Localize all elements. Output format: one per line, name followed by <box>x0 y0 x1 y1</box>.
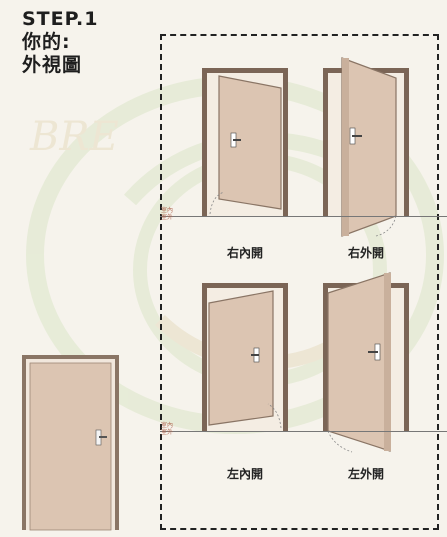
floor-line-top <box>160 216 447 217</box>
outdoor-tag: 室外 <box>161 214 174 221</box>
door-right-outward <box>323 57 409 237</box>
step-subtitle: 你的: <box>22 31 71 53</box>
floor-line-bottom <box>160 431 447 432</box>
door-left-outward <box>323 272 409 453</box>
label-left-inward: 左內開 <box>226 467 264 481</box>
outdoor-tag: 室外 <box>161 429 174 436</box>
floor-tag-top: 室內 室外 <box>161 207 173 221</box>
indoor-tag: 室內 <box>161 422 174 429</box>
step-title: STEP.1 你的: 外視圖 <box>22 8 99 77</box>
indoor-tag: 室內 <box>161 207 174 214</box>
front-view-door <box>22 355 119 531</box>
door-right-inward <box>202 68 288 216</box>
label-left-outward: 左外開 <box>347 467 385 481</box>
door-options-frame <box>160 34 439 530</box>
watermark-text: BRE <box>29 114 119 160</box>
label-right-outward: 右外開 <box>347 246 385 260</box>
label-right-inward: 右內開 <box>226 246 264 260</box>
floor-tag-bottom: 室內 室外 <box>161 422 173 436</box>
door-left-inward <box>202 283 288 431</box>
step-heading: 外視圖 <box>22 54 83 76</box>
step-number: STEP.1 <box>22 8 99 30</box>
